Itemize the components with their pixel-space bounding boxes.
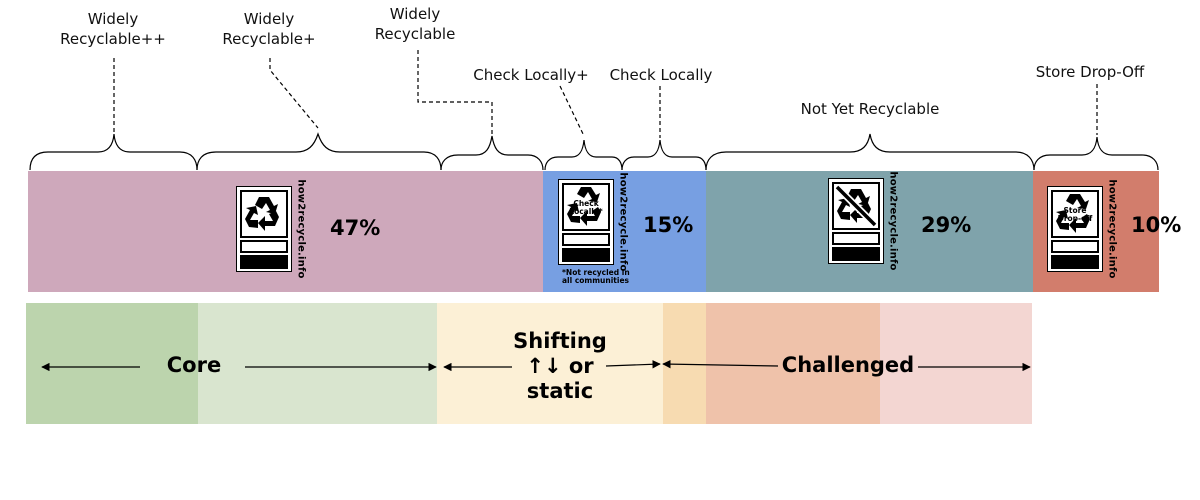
label-widely-recyclable: Widely Recyclable xyxy=(374,5,456,43)
logo-widely-recyclable: how2recycle.info xyxy=(236,179,310,279)
leader-check-locally-p xyxy=(559,85,585,137)
brace-store-drop-off xyxy=(1033,136,1159,171)
percent-check-locally: 15% xyxy=(643,213,694,237)
footnote-check-locally: *Not recycled in all communities xyxy=(562,268,630,285)
label-widely-recyclable-pp: Widely Recyclable++ xyxy=(60,10,166,48)
logo-caption: Store Drop-off xyxy=(1057,206,1093,223)
brace-widely-recyclable-pp xyxy=(29,133,198,171)
leader-widely-recyclable-p xyxy=(269,58,319,129)
logo-caption: Check Locally* xyxy=(569,199,603,216)
brace-check-locally-p xyxy=(544,139,623,171)
zone-label-core: Core xyxy=(166,353,222,377)
percent-widely-recyclable: 47% xyxy=(330,216,381,240)
brace-widely-recyclable xyxy=(440,135,544,171)
logo-check-locally: Check Locally* how2recycle.info xyxy=(558,172,632,272)
label-check-locally: Check Locally xyxy=(609,66,713,84)
zone-challenged-dark xyxy=(706,303,880,424)
logo-not-yet-recyclable: how2recycle.info xyxy=(828,171,902,271)
brace-check-locally xyxy=(621,139,707,171)
zone-shifting xyxy=(437,303,663,424)
recycle-icon xyxy=(1056,194,1090,233)
arrow-challenged-left xyxy=(662,359,779,369)
zone-core-dark xyxy=(26,303,198,424)
recycle-icon xyxy=(245,197,279,231)
percent-store-drop-off: 10% xyxy=(1131,213,1182,237)
arrow-shifting-right xyxy=(605,360,661,369)
not-recyclable-icon xyxy=(834,184,878,228)
zone-label-shifting: Shifting ↑↓ or static xyxy=(513,329,607,403)
zone-core-light xyxy=(198,303,437,424)
logo-store-drop-off: Store Drop-off how2recycle.info xyxy=(1047,179,1121,279)
percent-not-yet-recyclable: 29% xyxy=(921,213,972,237)
recycle-icon xyxy=(567,187,601,226)
label-widely-recyclable-p: Widely Recyclable+ xyxy=(222,10,316,48)
label-store-drop-off: Store Drop-Off xyxy=(1035,63,1145,81)
brace-widely-recyclable-p xyxy=(196,132,442,171)
label-check-locally-p: Check Locally+ xyxy=(473,66,589,84)
leader-widely-recyclable xyxy=(417,50,493,134)
label-not-yet-recyclable: Not Yet Recyclable xyxy=(800,100,940,118)
brace-not-yet-recyclable xyxy=(705,133,1035,171)
zone-label-challenged: Challenged xyxy=(781,353,915,377)
zone-challenged-light xyxy=(880,303,1032,424)
